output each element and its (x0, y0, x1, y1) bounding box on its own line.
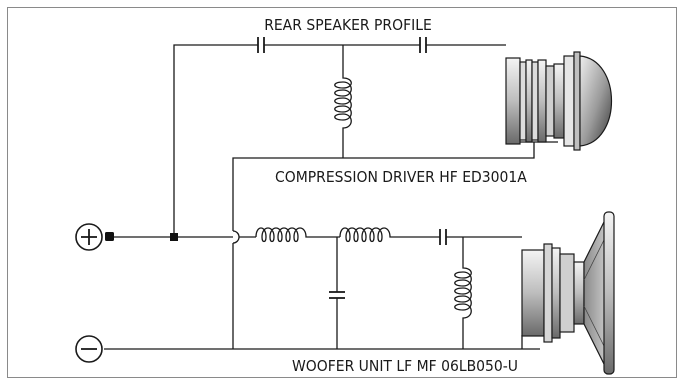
hf-driver-label: COMPRESSION DRIVER HF ED3001A (275, 168, 527, 186)
compression-driver-illustration (505, 51, 612, 151)
lf-shunt-inductor (454, 237, 472, 349)
negative-terminal-symbol (75, 335, 103, 363)
positive-terminal-symbol (75, 223, 103, 251)
hf-capacitor-1 (257, 37, 265, 53)
woofer-illustration (521, 211, 615, 375)
lf-series-inductor-1 (255, 227, 340, 243)
lf-shunt-capacitor (329, 291, 345, 299)
positive-terminal-dot (105, 232, 114, 241)
hf-top-wire (173, 44, 506, 237)
woofer-label: WOOFER UNIT LF MF 06LB050-U (292, 357, 518, 375)
diagram-title: REAR SPEAKER PROFILE (264, 16, 432, 34)
hf-capacitor-2 (419, 37, 427, 53)
lf-series-inductor-2 (339, 227, 440, 243)
junction-dot (170, 233, 178, 241)
hf-shunt-inductor (334, 45, 352, 158)
